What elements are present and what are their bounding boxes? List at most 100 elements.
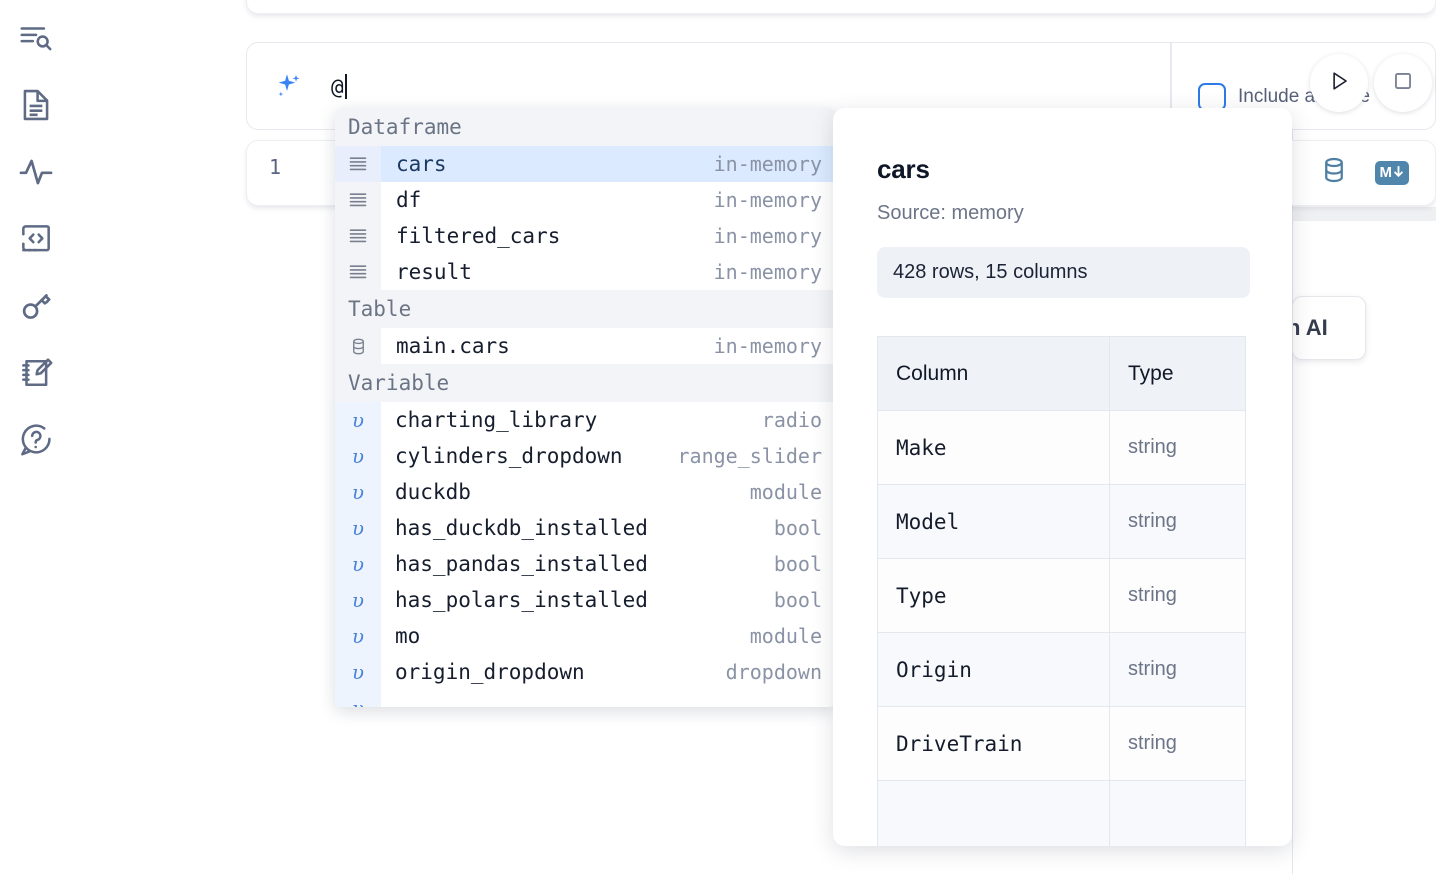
- sidebar-item-snippets[interactable]: [14, 217, 58, 261]
- variable-icon: υ: [335, 582, 381, 618]
- autocomplete-item-type: dropdown: [725, 660, 822, 684]
- file-document-icon: [17, 86, 55, 124]
- code-snippets-icon: [17, 220, 55, 258]
- autocomplete-item-type: range_slider: [677, 444, 823, 468]
- autocomplete-item-type: bool: [773, 552, 822, 576]
- outline-search-icon: [17, 19, 55, 57]
- autocomplete-item[interactable]: υ cylinders_dropdown range_slider: [335, 438, 835, 474]
- cell-separator-strip: [1293, 207, 1436, 221]
- database-icon[interactable]: [1319, 155, 1349, 190]
- autocomplete-item-name: main.cars: [396, 334, 510, 358]
- autocomplete-item-type: bool: [773, 588, 822, 612]
- detail-source: Source: memory: [877, 202, 1024, 224]
- markdown-icon[interactable]: M: [1374, 160, 1409, 185]
- run-button[interactable]: [1310, 54, 1368, 112]
- text-caret: [344, 73, 347, 99]
- detail-column-name: DriveTrain: [877, 706, 1110, 781]
- play-icon: [1326, 68, 1352, 99]
- left-icon-rail: [0, 0, 72, 874]
- variable-icon: υ: [335, 618, 381, 654]
- autocomplete-item-name: cylinders_dropdown: [395, 444, 623, 468]
- autocomplete-item-type: in-memory: [713, 334, 822, 358]
- detail-shape-badge: 428 rows, 15 columns: [877, 247, 1250, 298]
- sidebar-item-scratchpad[interactable]: [14, 351, 58, 395]
- generate-with-ai-label: h AI: [1293, 315, 1328, 340]
- autocomplete-item-type: in-memory: [713, 224, 822, 248]
- autocomplete-item[interactable]: main.cars in-memory: [335, 328, 835, 364]
- detail-column-type: [1109, 780, 1246, 846]
- autocomplete-item[interactable]: filtered_cars in-memory: [335, 218, 835, 254]
- detail-title: cars: [877, 154, 930, 184]
- line-number: 1: [269, 155, 282, 179]
- variable-icon: υ: [335, 654, 381, 690]
- autocomplete-item-name: mo: [395, 624, 421, 648]
- variable-icon: υ: [335, 510, 381, 546]
- autocomplete-item[interactable]: υ has_pandas_installed bool: [335, 546, 835, 582]
- autocomplete-group-header: Table: [335, 290, 835, 328]
- autocomplete-item-type: radio: [761, 408, 822, 432]
- detail-column-name: Make: [877, 410, 1110, 485]
- autocomplete-item-name: duckdb: [395, 480, 471, 504]
- detail-column-type: string: [1109, 558, 1246, 633]
- include-all-code-checkbox[interactable]: [1198, 83, 1226, 111]
- sidebar-item-secrets[interactable]: [14, 284, 58, 328]
- autocomplete-item-name: charting_library: [395, 408, 598, 432]
- variable-icon: υ: [335, 438, 381, 474]
- stop-square-icon: [1390, 68, 1416, 99]
- autocomplete-item-type: in-memory: [713, 188, 822, 212]
- autocomplete-item-name: has_pandas_installed: [395, 552, 648, 576]
- right-panel-divider: [1292, 130, 1436, 874]
- scratchpad-edit-icon: [17, 354, 55, 392]
- variable-icon: υ: [335, 690, 381, 707]
- ai-prompt-value: @: [331, 73, 347, 99]
- detail-column-type: string: [1109, 706, 1246, 781]
- help-question-icon: [17, 421, 55, 459]
- autocomplete-item[interactable]: υ has_polars_installed bool: [335, 582, 835, 618]
- variable-icon: υ: [335, 546, 381, 582]
- cell-run-controls: [1310, 54, 1436, 112]
- dataframe-rows-icon: [335, 218, 381, 254]
- autocomplete-item-name: has_duckdb_installed: [395, 516, 648, 540]
- cell-type-icons: M: [1319, 155, 1409, 190]
- database-icon: [335, 328, 381, 364]
- ai-sparkle-icon: [273, 71, 303, 101]
- detail-column-type: string: [1109, 410, 1246, 485]
- markdown-letter: M: [1379, 164, 1393, 181]
- autocomplete-item-partial[interactable]: υ: [335, 690, 835, 707]
- autocomplete-item-name: filtered_cars: [396, 224, 561, 248]
- dataframe-detail-popover: cars Source: memory 428 rows, 15 columns…: [833, 108, 1292, 846]
- generate-with-ai-button[interactable]: h AI: [1292, 296, 1366, 360]
- sidebar-item-help[interactable]: [14, 418, 58, 462]
- detail-column-name: Origin: [877, 632, 1110, 707]
- autocomplete-item-name: result: [396, 260, 472, 284]
- ai-prompt-text: @: [331, 74, 344, 99]
- detail-table-header-cell: Column: [877, 336, 1110, 411]
- sidebar-item-files[interactable]: [14, 83, 58, 127]
- stop-button[interactable]: [1374, 54, 1432, 112]
- autocomplete-item[interactable]: υ charting_library radio: [335, 402, 835, 438]
- activity-pulse-icon: [17, 153, 55, 191]
- autocomplete-item-name: has_polars_installed: [395, 588, 648, 612]
- autocomplete-item-type: module: [749, 480, 822, 504]
- sidebar-item-outline[interactable]: [14, 16, 58, 60]
- detail-column-name: Type: [877, 558, 1110, 633]
- autocomplete-item-name: cars: [396, 152, 447, 176]
- variable-icon: υ: [335, 402, 381, 438]
- detail-table-header-cell: Type: [1109, 336, 1246, 411]
- autocomplete-group-header: Variable: [335, 364, 835, 402]
- sidebar-item-activity[interactable]: [14, 150, 58, 194]
- dataframe-rows-icon: [335, 182, 381, 218]
